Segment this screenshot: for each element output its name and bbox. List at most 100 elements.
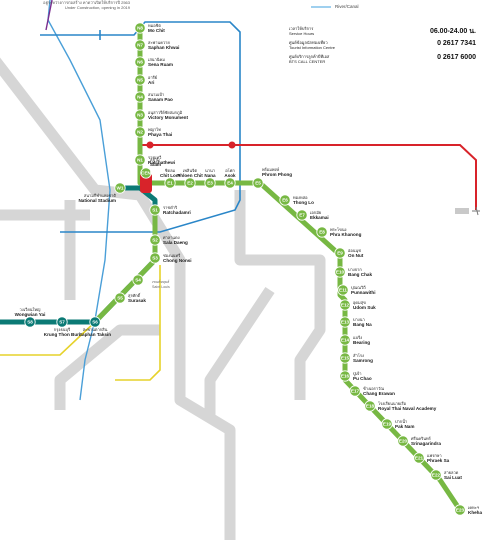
station-name-th: โรงเรียนนายเรือ	[378, 401, 407, 406]
airport-icon	[455, 206, 480, 216]
station-marker[interactable]	[140, 167, 152, 179]
station-code: E1	[167, 181, 173, 186]
station-name-th: สนามกีฬาแห่งชาติ	[84, 193, 117, 198]
station-code: S1	[152, 208, 158, 213]
station-marker[interactable]	[296, 209, 308, 221]
station-marker[interactable]	[134, 126, 146, 138]
station-marker[interactable]	[134, 39, 146, 51]
station-marker[interactable]	[134, 154, 146, 166]
station-marker[interactable]	[252, 177, 264, 189]
station-code: E16	[341, 374, 350, 379]
construction-note-en: Under Construction, opening in 2019	[64, 5, 130, 10]
station-s4[interactable]: S4	[132, 274, 144, 286]
station-marker[interactable]	[334, 247, 346, 259]
station-s5[interactable]: S5สุรศักดิ์Surasak	[114, 292, 147, 304]
station-marker[interactable]	[184, 177, 196, 189]
station-marker[interactable]	[134, 56, 146, 68]
red-line-station[interactable]	[146, 141, 154, 149]
station-marker[interactable]	[381, 418, 393, 430]
station-marker[interactable]	[134, 22, 146, 34]
station-marker[interactable]	[339, 316, 351, 328]
station-marker[interactable]	[316, 226, 328, 238]
station-marker[interactable]	[339, 352, 351, 364]
station-marker[interactable]	[364, 400, 376, 412]
station-marker[interactable]	[430, 469, 442, 481]
station-marker[interactable]	[339, 370, 351, 382]
station-marker[interactable]	[114, 182, 126, 194]
station-name-th: เอกมัย	[310, 210, 321, 215]
station-marker[interactable]	[24, 316, 36, 328]
station-marker[interactable]	[279, 194, 291, 206]
station-marker[interactable]	[204, 177, 216, 189]
station-marker[interactable]	[149, 252, 161, 264]
station-marker[interactable]	[149, 234, 161, 246]
station-e9[interactable]: E9อ่อนนุชOn Nut	[334, 247, 364, 259]
station-name-th: พญาไท	[148, 127, 161, 132]
station-marker[interactable]	[224, 177, 236, 189]
station-code: E6	[282, 198, 288, 203]
station-name-th: พร้อมพงษ์	[262, 167, 279, 172]
station-marker[interactable]	[164, 177, 176, 189]
red-line-station[interactable]	[228, 141, 236, 149]
station-marker[interactable]	[337, 284, 349, 296]
station-name-en: Sai Luat	[444, 475, 462, 480]
station-code: E23	[456, 508, 465, 513]
station-marker[interactable]	[339, 299, 351, 311]
station-marker[interactable]	[397, 435, 409, 447]
station-marker[interactable]	[114, 292, 126, 304]
station-marker[interactable]	[132, 274, 144, 286]
station-marker[interactable]	[89, 316, 101, 328]
station-marker[interactable]	[454, 504, 466, 516]
station-marker[interactable]	[134, 109, 146, 121]
station-marker[interactable]	[339, 334, 351, 346]
station-marker[interactable]	[349, 385, 361, 397]
station-marker[interactable]	[413, 452, 425, 464]
station-marker[interactable]	[56, 316, 68, 328]
station-marker[interactable]	[149, 204, 161, 216]
station-marker[interactable]	[134, 91, 146, 103]
station-marker[interactable]	[134, 74, 146, 86]
station-s3[interactable]: S3ช่องนนทรีChong Nonsi	[149, 252, 192, 264]
station-marker[interactable]	[334, 266, 346, 278]
tourist-center-label: ศูนย์ข้อมูลนักท่องเที่ยว Tourist Informa…	[289, 40, 336, 50]
station-code: N5	[137, 78, 143, 83]
station-name-th: ช้างเอราวัณ	[363, 386, 384, 391]
